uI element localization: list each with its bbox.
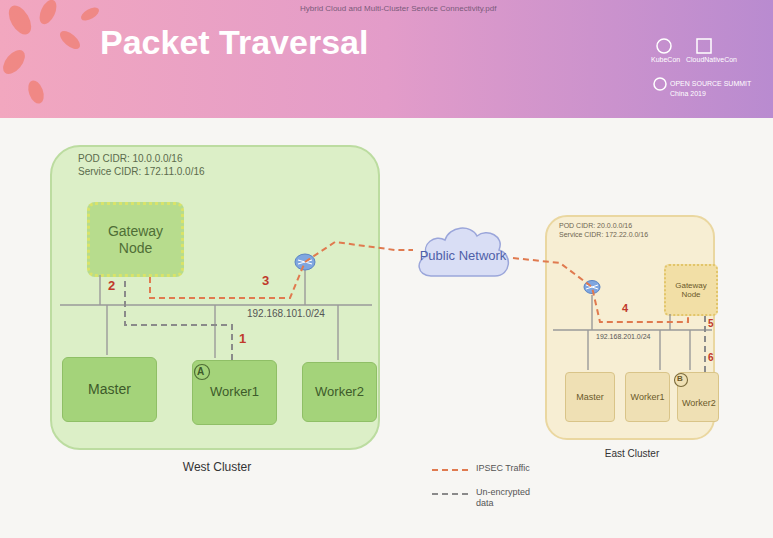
callout-number: A [197,366,204,377]
pod-marker [675,374,688,387]
host-box: Gateway Node [664,264,718,316]
logo-text: KubeCon [651,56,680,64]
header-band [0,0,773,118]
logo-text: CloudNativeCon [686,56,737,64]
ipsec-path [513,258,688,322]
legend-row: IPSEC Traffic [430,463,540,485]
cidr-note: Service CIDR: 172.22.0.0/16 [559,231,648,239]
plain-path [704,316,706,372]
node-label: Master [88,381,131,397]
subnet-label: 192.168.201.0/24 [594,333,653,341]
callout-number: 5 [708,318,714,329]
lan-bus [60,270,712,370]
network-cloud: Public Network [413,222,513,286]
callout-number: 3 [262,274,269,288]
cidr-note: Service CIDR: 172.11.0.0/16 [78,166,205,178]
legend-line [432,493,468,495]
callout-number: B [677,375,683,384]
legend-text: IPSEC Traffic [476,463,536,474]
cloud-outline [419,228,508,276]
node-label: Gateway Node [92,223,179,255]
cidr-note: POD CIDR: 20.0.0.0/16 [559,222,632,230]
legend-line [432,469,468,471]
cluster-region: Gateway NodeMaster Worker1Worker2 POD CIDR… [545,215,715,440]
file-name: Hybrid Cloud and Multi-Cluster Service C… [300,5,496,14]
cluster-name: East Cluster [547,448,717,460]
node-label: Gateway Node [669,281,713,299]
callout-number: 4 [622,302,628,314]
callout-number: 1 [239,332,246,346]
node-label: Worker1 [210,385,259,400]
pod-marker [195,365,210,380]
cidr-note: POD CIDR: 10.0.0.0/16 [78,153,183,165]
node-label: Worker2 [682,398,714,408]
node-label: Worker1 [631,392,665,402]
host-box: Worker1 [625,372,670,422]
legend-row: Un-encrypted data [430,487,540,509]
callout-number: 2 [108,279,115,293]
callout-number: 6 [708,352,714,363]
logo-text: OPEN SOURCE SUMMIT [670,80,751,88]
plain-path [125,277,232,360]
node-label: Master [576,392,604,402]
host-box: Master [62,357,157,422]
cluster-name: West Cluster [52,460,382,474]
legend-text: Un-encrypted data [476,487,536,509]
host-box: Master [565,372,615,422]
node-label: Public Network [420,249,507,264]
legend-sample [430,488,470,500]
host-box: Gateway Node [87,202,184,277]
legend-sample [430,464,470,476]
logo-text: China 2019 [670,90,706,98]
slide-title: Packet Traversal [100,24,368,61]
host-box: Worker2 [302,362,377,422]
node-label: Worker2 [315,385,364,400]
ipsec-path [150,242,413,298]
leaf-decoration [0,0,101,106]
subnet-label: 192.168.101.0/24 [245,308,327,319]
